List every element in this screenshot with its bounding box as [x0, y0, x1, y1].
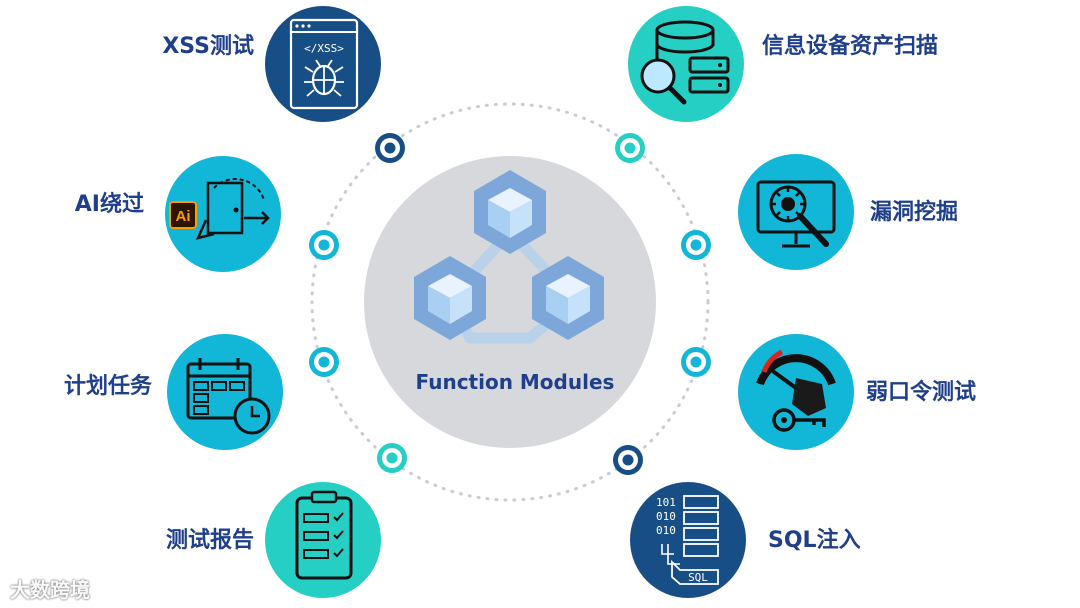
dotted-ring [310, 102, 710, 502]
ring-node-cyan-right-2 [681, 347, 711, 377]
label-ai-bypass: AI绕过 [74, 192, 144, 217]
center-disc [364, 156, 656, 448]
binary-row-1: 101 [656, 496, 676, 509]
asset-scan-module-icon [628, 6, 744, 122]
ring-node-mint-bottom-left [377, 443, 407, 473]
weak-password-module-icon [738, 334, 854, 450]
xss-code-text: </XSS> [304, 42, 344, 55]
ring-node-cyan-left-2 [309, 347, 339, 377]
test-report-module-icon [265, 482, 381, 598]
vuln-mining-module-icon [738, 154, 854, 270]
label-weak-password: 弱口令测试 [866, 380, 977, 405]
ring-node-navy-top-left [375, 133, 405, 163]
binary-row-2: 010 [656, 510, 676, 523]
label-scheduled-tasks: 计划任务 [63, 374, 152, 399]
ring-nodes [309, 133, 711, 475]
center-title: Function Modules [415, 370, 615, 394]
cube-top [474, 170, 546, 254]
xss-module-icon: </XSS> [265, 6, 381, 122]
ring-node-navy-bottom-right [613, 445, 643, 475]
label-asset-scan: 信息设备资产扫描 [762, 34, 939, 59]
cube-left [414, 256, 486, 340]
ring-node-cyan-right-1 [681, 230, 711, 260]
ai-bypass-module-icon: Ai [165, 156, 281, 272]
label-vuln-mining: 漏洞挖掘 [870, 200, 959, 225]
binary-row-3: 010 [656, 524, 676, 537]
sql-injection-module-icon: 101 010 010 SQL [630, 482, 746, 598]
scheduled-tasks-module-icon [167, 334, 283, 450]
ring-node-mint-top-right [615, 133, 645, 163]
ai-badge-text: Ai [176, 208, 191, 225]
sql-tag-text: SQL [688, 571, 708, 584]
label-sql-injection: SQL注入 [768, 528, 861, 553]
cube-right [532, 256, 604, 340]
label-test-report: 测试报告 [165, 528, 254, 553]
ring-node-cyan-left-1 [309, 230, 339, 260]
watermark: 大数跨境 [10, 578, 90, 602]
label-xss-test: XSS测试 [162, 34, 254, 59]
modules-icon [414, 170, 604, 344]
